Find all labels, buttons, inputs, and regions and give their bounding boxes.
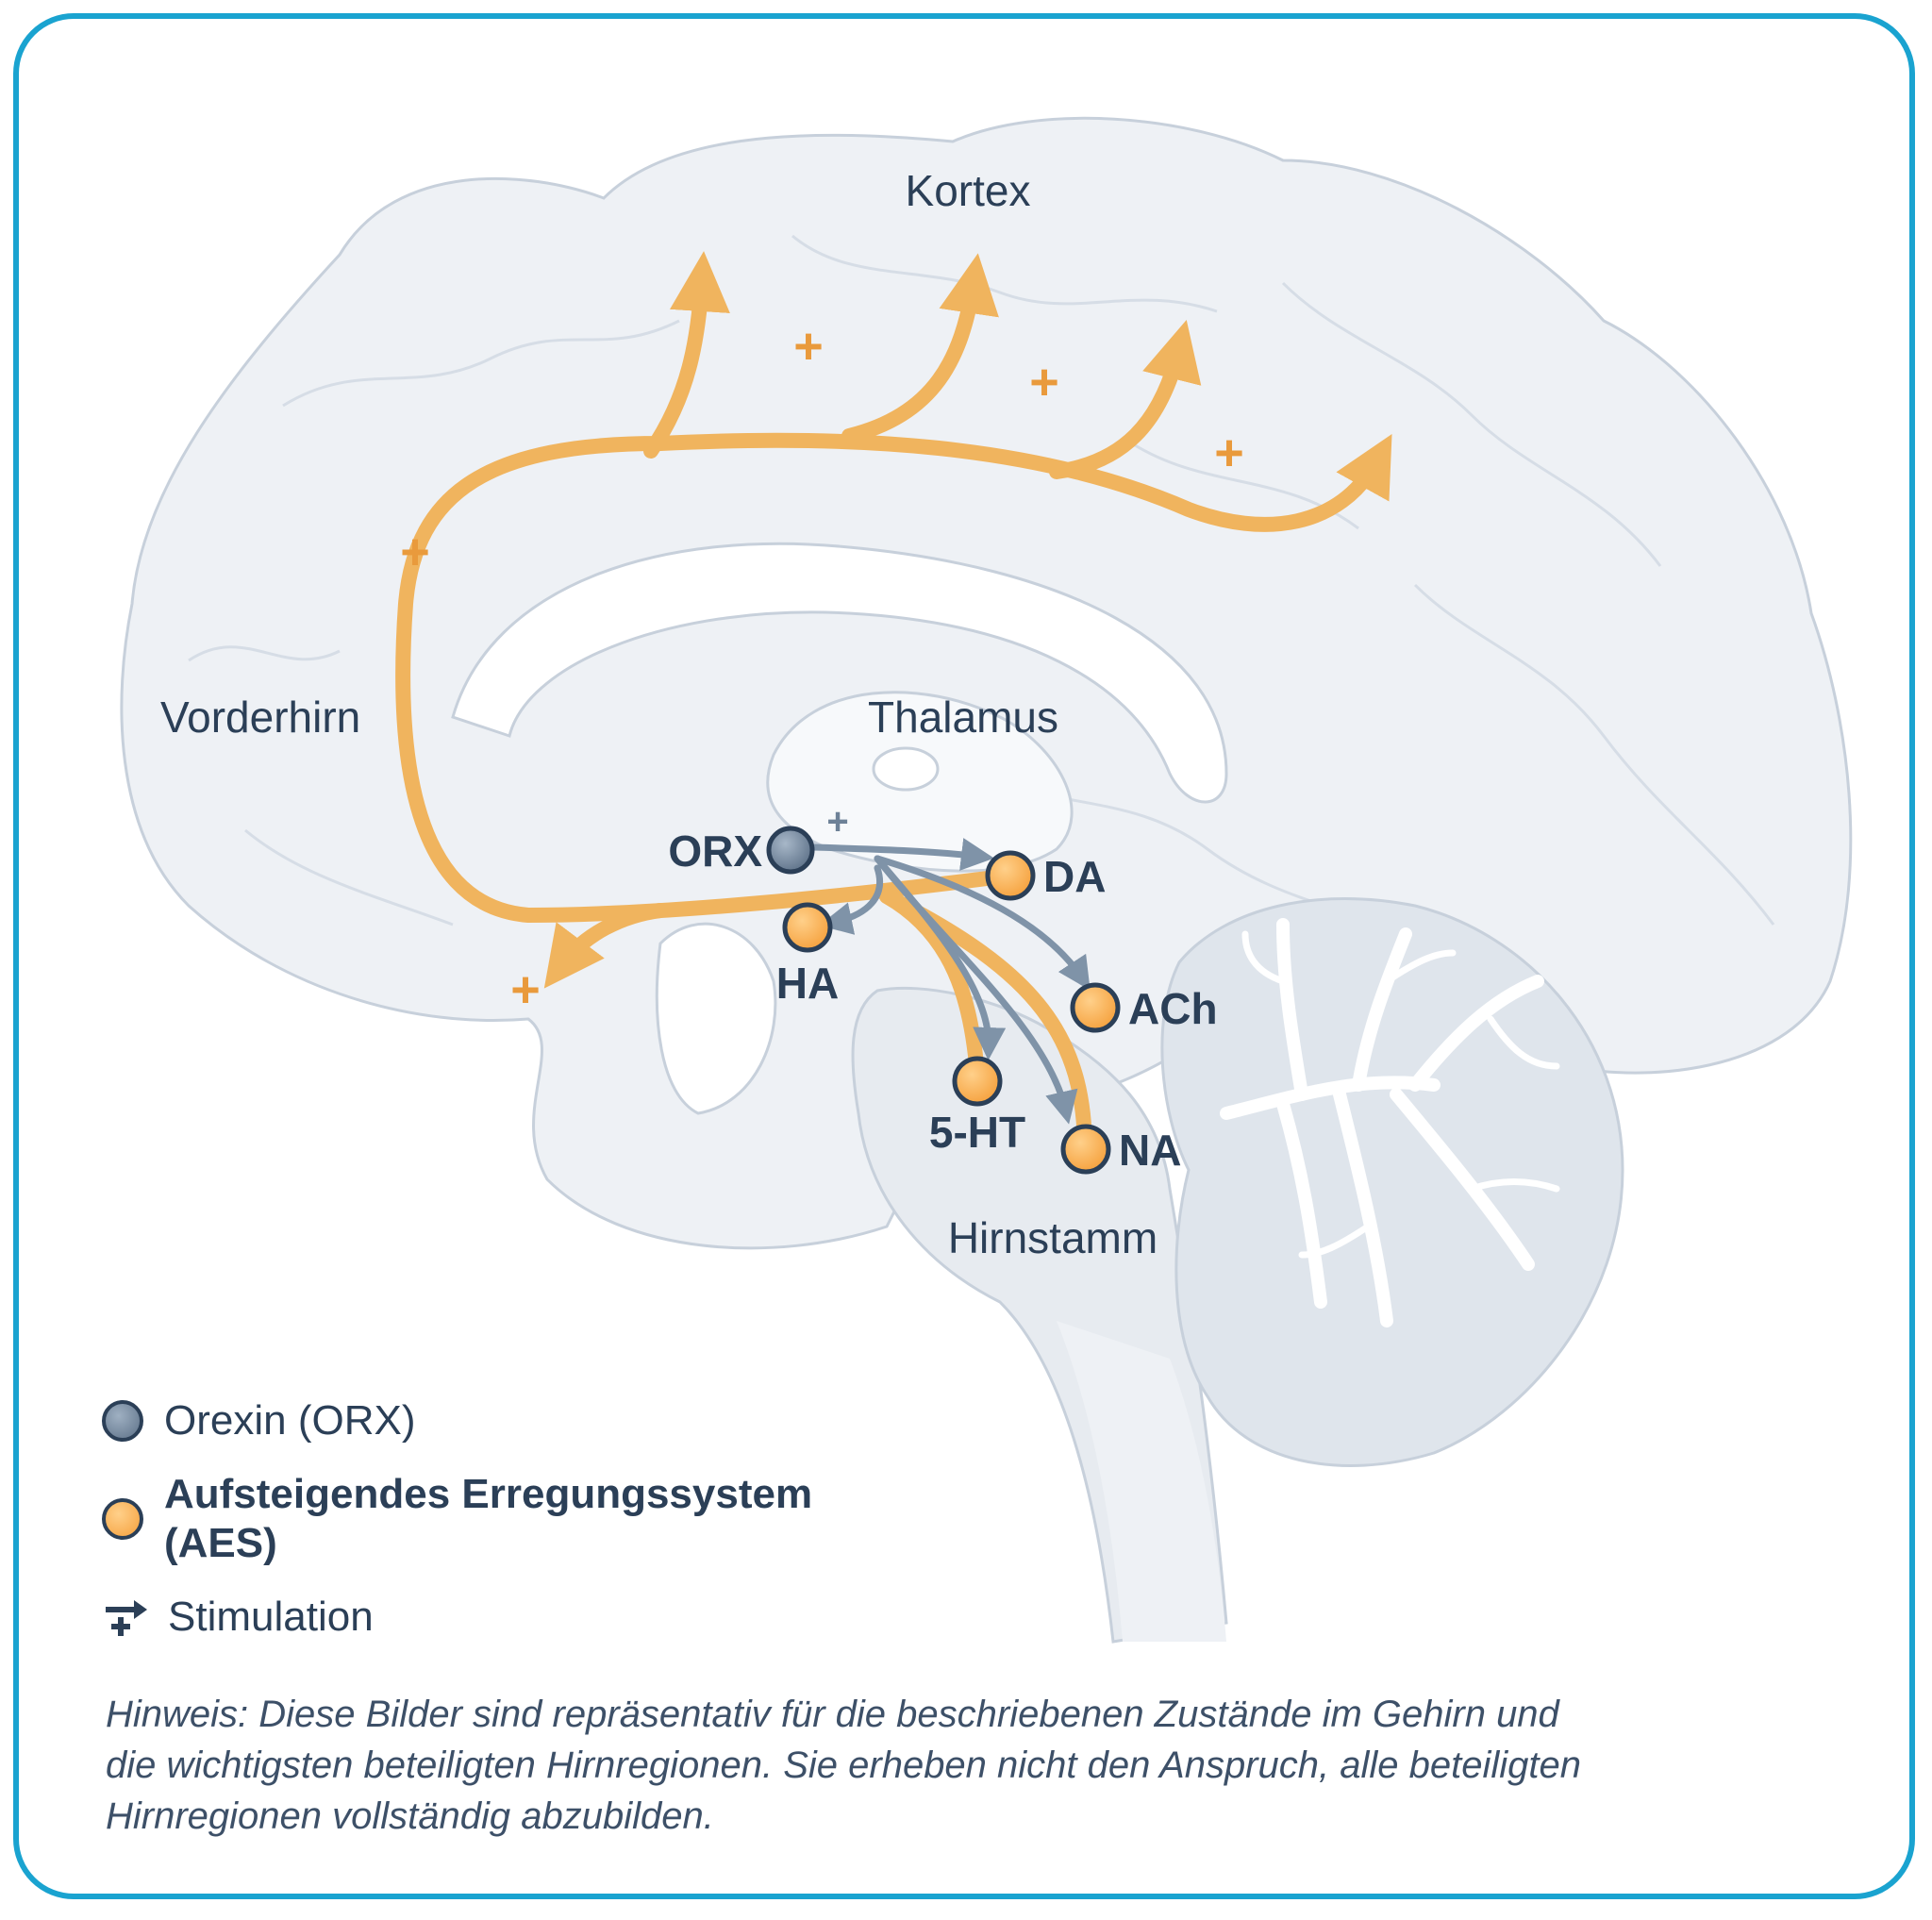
aes-branch-3 xyxy=(1049,319,1202,479)
legend-item-aes: Aufsteigendes Erregungssystem (AES) xyxy=(102,1470,951,1568)
node-orx xyxy=(766,826,815,875)
node-label-da: DA xyxy=(1043,852,1106,901)
orexin-pathways xyxy=(809,838,1091,1125)
disclaimer-note: Hinweis: Diese Bilder sind repräsentativ… xyxy=(106,1689,1766,1842)
disclaimer-line-2: die wichtigsten beteiligten Hirnregionen… xyxy=(106,1745,1581,1786)
node-5ht xyxy=(952,1056,1003,1107)
region-label-hirnstamm: Hirnstamm xyxy=(948,1213,1158,1262)
aes-main-pathway xyxy=(395,432,1392,924)
stimulation-plus-1: + xyxy=(793,318,824,375)
legend-item-stimulation: Stimulation xyxy=(102,1593,951,1642)
stimulation-arrow-icon xyxy=(106,1600,147,1636)
node-label-na: NA xyxy=(1119,1126,1181,1175)
orx-to-ach xyxy=(874,855,1091,991)
brain-cerebellum xyxy=(1160,897,1624,1467)
stimulation-plus-orx: + xyxy=(826,801,848,843)
node-na xyxy=(1060,1124,1111,1175)
node-ha xyxy=(782,902,833,953)
aes-branch-1 xyxy=(643,251,730,459)
region-label-kortex: Kortex xyxy=(906,166,1031,215)
legend-label-orexin: Orexin (ORX) xyxy=(164,1397,416,1444)
stimulation-plus-2: + xyxy=(1029,354,1059,410)
region-label-vorderhirn: Vorderhirn xyxy=(160,693,360,742)
node-da xyxy=(985,850,1036,901)
aes-pathways xyxy=(395,251,1392,1159)
legend-label-stimulation: Stimulation xyxy=(168,1594,374,1640)
aes-dot-icon xyxy=(102,1498,143,1540)
node-label-ha: HA xyxy=(776,959,839,1008)
node-ach xyxy=(1070,982,1121,1033)
legend-label-aes-line1: Aufsteigendes Erregungssystem xyxy=(164,1471,813,1517)
legend: Orexin (ORX) Aufsteigendes Erregungssyst… xyxy=(102,1396,951,1666)
legend-label-aes-line2: (AES) xyxy=(164,1520,277,1566)
stimulation-plus-4: + xyxy=(400,524,430,580)
region-label-thalamus: Thalamus xyxy=(868,693,1058,742)
aes-branch-2 xyxy=(841,253,999,443)
stimulation-plus-5: + xyxy=(510,961,541,1018)
aes-frontal-arrow xyxy=(543,903,668,989)
orexin-dot-icon xyxy=(102,1400,143,1442)
disclaimer-line-3: Hirnregionen vollständig abzubilden. xyxy=(106,1795,714,1837)
orx-to-ha xyxy=(819,864,883,935)
orx-to-da xyxy=(809,838,994,871)
node-label-orx: ORX xyxy=(668,826,762,876)
disclaimer-line-1: Hinweis: Diese Bilder sind repräsentativ… xyxy=(106,1694,1559,1735)
aes-branch-na xyxy=(879,889,1092,1159)
node-label-5ht: 5-HT xyxy=(929,1108,1025,1157)
node-label-ach: ACh xyxy=(1128,984,1218,1033)
legend-item-orexin: Orexin (ORX) xyxy=(102,1396,951,1445)
stimulation-plus-3: + xyxy=(1214,425,1244,481)
orx-to-na xyxy=(874,855,1078,1125)
